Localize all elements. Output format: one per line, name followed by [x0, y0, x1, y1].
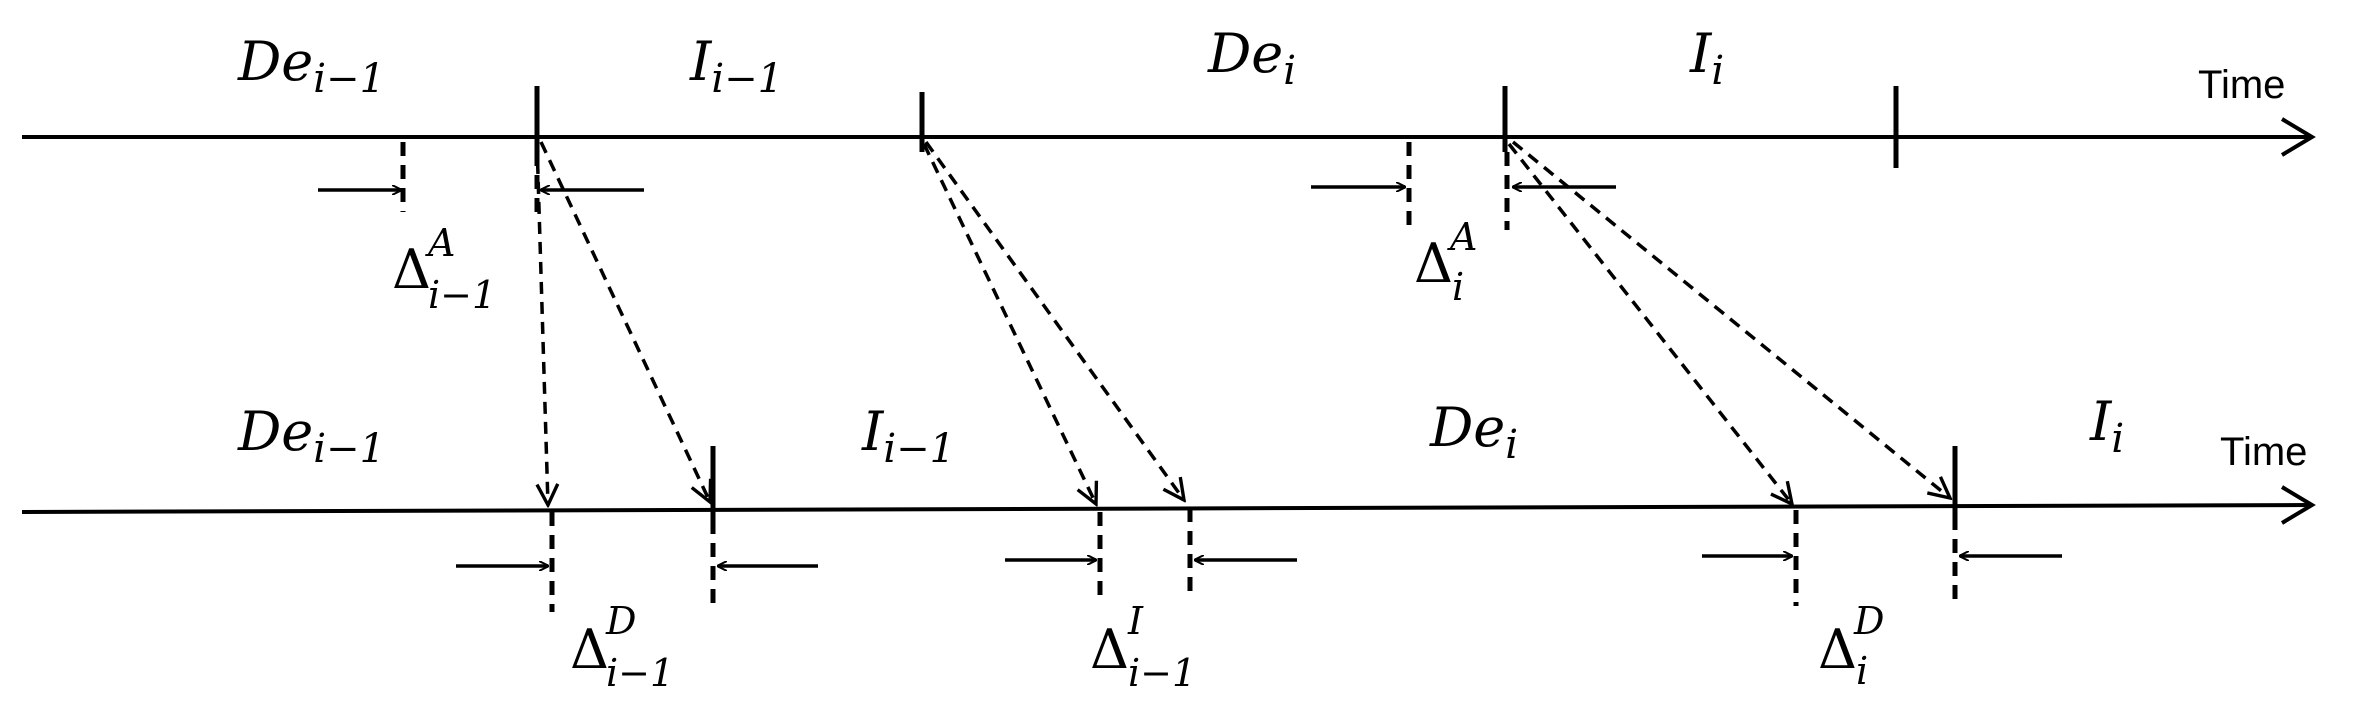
- svg-text:i: i: [1856, 649, 1868, 693]
- bottom-interval-label-1: Δ D i−1: [570, 599, 674, 695]
- top-phase-label-4: Ii: [1689, 22, 1724, 94]
- svg-text:i−1: i−1: [606, 651, 674, 695]
- bottom-interval-label-2: Δ I i−1: [1090, 599, 1196, 695]
- svg-text:D: D: [1853, 599, 1884, 643]
- svg-text:I: I: [1127, 599, 1144, 643]
- svg-text:Δ: Δ: [392, 238, 431, 301]
- bottom-phase-label-2: Ii−1: [861, 400, 955, 472]
- bottom-timeline: Time Dei−1 Ii−1 Dei Ii Δ D i−1 Δ I: [21, 390, 2316, 695]
- bottom-axis-label: Time: [2220, 430, 2307, 474]
- svg-text:A: A: [425, 221, 455, 265]
- top-interval-label-2: Δ A i: [1414, 215, 1477, 309]
- svg-text:Δ: Δ: [570, 618, 609, 681]
- svg-text:i: i: [1452, 265, 1464, 309]
- svg-text:Δ: Δ: [1414, 232, 1453, 295]
- top-axis-arrowhead: [2280, 117, 2316, 157]
- top-phase-label-3: Dei: [1207, 22, 1296, 94]
- svg-text:Δ: Δ: [1818, 618, 1857, 681]
- top-phase-label-2: Ii−1: [689, 30, 783, 102]
- bottom-axis-line: [21, 503, 2311, 514]
- svg-text:D: D: [605, 599, 636, 643]
- bottom-phase-label-3: Dei: [1429, 396, 1518, 468]
- bottom-phase-label-1: Dei−1: [237, 400, 385, 472]
- top-phase-label-1: Dei−1: [237, 30, 385, 102]
- svg-text:A: A: [1447, 215, 1477, 259]
- svg-text:i−1: i−1: [1128, 651, 1196, 695]
- mapping-arrow-6: [1511, 140, 1950, 498]
- mapping-arrow-2: [539, 141, 710, 502]
- mapping-arrows: [535, 140, 1950, 505]
- mapping-arrow-3: [922, 143, 1096, 504]
- mapping-arrow-5: [1507, 142, 1792, 504]
- bottom-interval-label-3: Δ D i: [1818, 599, 1884, 693]
- mapping-arrow-4: [924, 140, 1184, 500]
- bottom-phase-label-4: Ii: [2089, 390, 2124, 462]
- top-timeline: Time Dei−1 Ii−1 Dei Ii Δ A i−1 Δ A i: [22, 22, 2316, 317]
- bottom-axis-arrowhead: [2280, 485, 2316, 525]
- svg-text:i−1: i−1: [428, 273, 496, 317]
- top-axis-label: Time: [2198, 63, 2285, 107]
- mapping-arrow-1: [535, 141, 548, 505]
- svg-text:Δ: Δ: [1090, 618, 1129, 681]
- top-interval-label-1: Δ A i−1: [392, 221, 496, 317]
